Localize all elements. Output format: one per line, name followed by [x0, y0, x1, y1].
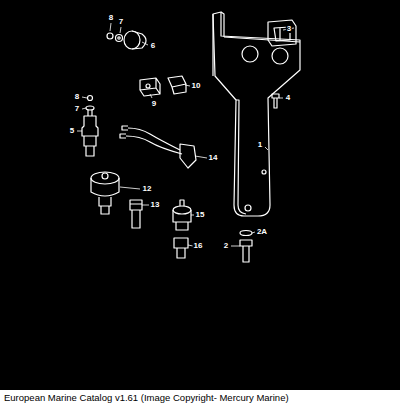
callout-number: 6 [150, 42, 156, 50]
leader-line [185, 85, 190, 86]
washer [116, 35, 123, 42]
bracket-outline [213, 12, 300, 216]
wire-harness [120, 126, 196, 168]
plug-body [174, 238, 188, 258]
fitting-body [168, 76, 186, 94]
temperature-switch [82, 110, 98, 156]
leader-line [77, 131, 82, 132]
callout-number: 10 [191, 82, 202, 90]
callout-number: 8 [108, 14, 114, 22]
leader-line [82, 108, 86, 109]
bracket-hole [245, 205, 251, 211]
sensor-stud [180, 200, 184, 206]
callout-number: 4 [285, 94, 291, 102]
bracket-hole [262, 170, 266, 174]
switch-terminal [88, 110, 92, 116]
harness-connector [180, 144, 196, 168]
adapter-body [130, 200, 142, 228]
callout-number: 7 [74, 105, 80, 113]
block-hole [146, 84, 150, 88]
callout-number: 2A [256, 228, 268, 236]
sender-body [91, 178, 119, 214]
callout-number: 16 [193, 242, 204, 250]
callout-number: 2 [223, 242, 229, 250]
switch-body [82, 116, 98, 156]
bolt-shank [243, 246, 249, 262]
switch-knob [124, 31, 146, 49]
leader-line [110, 23, 111, 31]
leader-line [195, 156, 207, 158]
leader-line [142, 42, 148, 45]
bolt-head [240, 240, 252, 246]
sensor [173, 200, 191, 230]
pressure-sender [91, 172, 119, 214]
callout-number: 7 [118, 18, 124, 26]
leader-line [265, 147, 268, 150]
bracket-hole [272, 48, 288, 64]
block-body [140, 78, 160, 96]
callout-number: 1 [257, 141, 263, 149]
washer [240, 231, 252, 236]
terminal-block [140, 78, 160, 96]
bracket-flange [213, 12, 246, 214]
leader-line [279, 98, 283, 99]
knob-body [132, 31, 146, 49]
image-caption: European Marine Catalog v1.61 (Image Cop… [4, 392, 289, 404]
callout-number: 3 [286, 25, 292, 33]
bolt [240, 240, 252, 262]
leader-line [120, 187, 140, 189]
leader-line [142, 205, 149, 206]
leader-line [150, 94, 152, 98]
screw-head [272, 94, 279, 98]
sensor-body [173, 210, 191, 230]
washer [86, 106, 94, 110]
callout-number: 14 [208, 154, 219, 162]
leader-line [252, 232, 255, 233]
leader-line [231, 246, 240, 247]
screw [272, 94, 279, 108]
callout-number: 5 [69, 127, 75, 135]
sender-terminal [102, 173, 108, 179]
harness-wire [126, 128, 182, 154]
clip [268, 20, 296, 46]
sender-top [91, 172, 119, 184]
washer [107, 33, 113, 39]
leader-line [82, 97, 87, 98]
fitting [168, 76, 186, 94]
plug [174, 238, 188, 258]
washer [118, 37, 120, 39]
callout-number: 8 [74, 93, 80, 101]
sensor-top [173, 206, 191, 214]
callout-number: 13 [150, 201, 161, 209]
clip-body [268, 20, 296, 46]
mounting-bracket [213, 12, 300, 216]
screw-shank [274, 98, 277, 108]
knob-face [124, 31, 140, 49]
bracket-hole [242, 46, 258, 62]
leader-line [191, 215, 194, 216]
callout-number: 15 [195, 211, 206, 219]
callout-number: 12 [142, 185, 153, 193]
leader-line [120, 27, 121, 33]
adapter-fitting [130, 200, 142, 228]
wire-terminal [120, 126, 128, 138]
callout-number: 9 [151, 100, 157, 108]
leader-lines [77, 23, 294, 246]
washer [88, 96, 93, 101]
